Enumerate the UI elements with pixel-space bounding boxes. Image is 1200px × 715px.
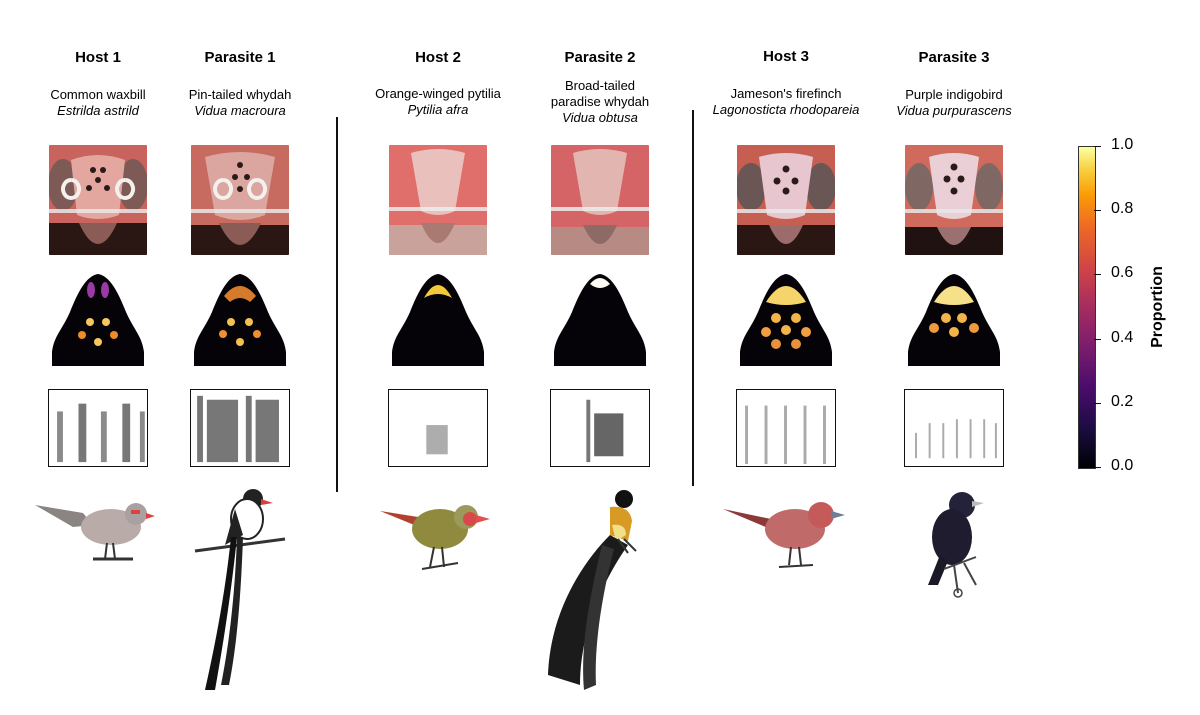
mouth-photo bbox=[49, 145, 147, 255]
song-spectrogram bbox=[190, 389, 290, 467]
bird-illustration bbox=[548, 490, 637, 690]
colorbar-label: Proportion bbox=[1149, 266, 1166, 348]
mouth-heatmap bbox=[392, 274, 484, 366]
colorbar-tick bbox=[1094, 467, 1101, 469]
song-spectrogram bbox=[550, 389, 650, 467]
song-spectrogram bbox=[904, 389, 1004, 467]
mouth-heatmap bbox=[554, 274, 646, 366]
mouth-photo bbox=[737, 145, 835, 255]
scientific-name: Lagonosticta rhodopareia bbox=[712, 102, 860, 117]
scientific-name: Pytilia afra bbox=[407, 102, 469, 117]
mouth-photo bbox=[905, 145, 1003, 255]
scientific-name: Vidua obtusa bbox=[562, 110, 638, 125]
colorbar-tick-label: 0.6 bbox=[1111, 264, 1134, 281]
column-host-2: Host 2 Orange-winged pytilia Pytilia afr… bbox=[343, 0, 533, 715]
colorbar-tick bbox=[1094, 403, 1101, 405]
group-divider bbox=[336, 117, 338, 492]
column-title: Host 2 bbox=[415, 49, 461, 66]
proportion-colorbar bbox=[1078, 146, 1096, 469]
colorbar-tick bbox=[1094, 274, 1101, 276]
bird-illustration bbox=[380, 505, 490, 570]
song-spectrogram bbox=[388, 389, 488, 467]
mouth-heatmap bbox=[740, 274, 832, 366]
scientific-name: Estrilda astrild bbox=[57, 103, 139, 118]
column-parasite-2: Parasite 2 Broad-tailed paradise whydah … bbox=[505, 0, 695, 715]
common-name: Broad-tailed bbox=[564, 78, 636, 93]
song-spectrogram bbox=[736, 389, 836, 467]
group-divider bbox=[692, 110, 694, 486]
mouth-photo bbox=[389, 145, 487, 255]
colorbar-tick-label: 0.0 bbox=[1111, 457, 1134, 474]
bird-illustration bbox=[194, 489, 286, 690]
colorbar-tick-label: 0.2 bbox=[1111, 393, 1134, 410]
colorbar-tick bbox=[1094, 210, 1101, 212]
common-name: Pin-tailed whydah bbox=[188, 87, 292, 102]
common-name: Common waxbill bbox=[50, 87, 146, 102]
colorbar-tick bbox=[1094, 146, 1101, 148]
mouth-heatmap bbox=[52, 274, 144, 366]
common-name: Orange-winged pytilia bbox=[375, 86, 501, 101]
common-name: Jameson's firefinch bbox=[730, 86, 842, 101]
bird-illustration bbox=[723, 502, 845, 568]
mouth-heatmap bbox=[194, 274, 286, 366]
scientific-name: Vidua macroura bbox=[194, 103, 286, 118]
column-title: Parasite 3 bbox=[918, 49, 990, 66]
colorbar-tick bbox=[1094, 339, 1101, 341]
column-host-3: Host 3 Jameson's firefinch Lagonosticta … bbox=[691, 0, 881, 715]
column-title: Parasite 2 bbox=[564, 49, 636, 66]
colorbar-tick-label: 0.8 bbox=[1111, 200, 1134, 217]
column-parasite-1: Parasite 1 Pin-tailed whydah Vidua macro… bbox=[145, 0, 335, 715]
column-title: Host 3 bbox=[763, 48, 809, 65]
colorbar-tick-label: 0.4 bbox=[1111, 329, 1134, 346]
column-parasite-3: Parasite 3 Purple indigobird Vidua purpu… bbox=[859, 0, 1049, 715]
scientific-name: Vidua purpurascens bbox=[896, 103, 1012, 118]
song-spectrogram bbox=[48, 389, 148, 467]
common-name: Purple indigobird bbox=[905, 87, 1003, 102]
common-name: paradise whydah bbox=[550, 94, 650, 109]
mouth-photo bbox=[191, 145, 289, 255]
column-host-1: Host 1 Common waxbill Estrilda astrild bbox=[3, 0, 193, 715]
mouth-heatmap bbox=[908, 274, 1000, 366]
column-title: Host 1 bbox=[75, 49, 121, 66]
bird-illustration bbox=[928, 492, 984, 598]
colorbar-tick-label: 1.0 bbox=[1111, 136, 1134, 153]
column-title: Parasite 1 bbox=[204, 49, 276, 66]
bird-illustration bbox=[35, 503, 155, 561]
mouth-photo bbox=[551, 145, 649, 255]
